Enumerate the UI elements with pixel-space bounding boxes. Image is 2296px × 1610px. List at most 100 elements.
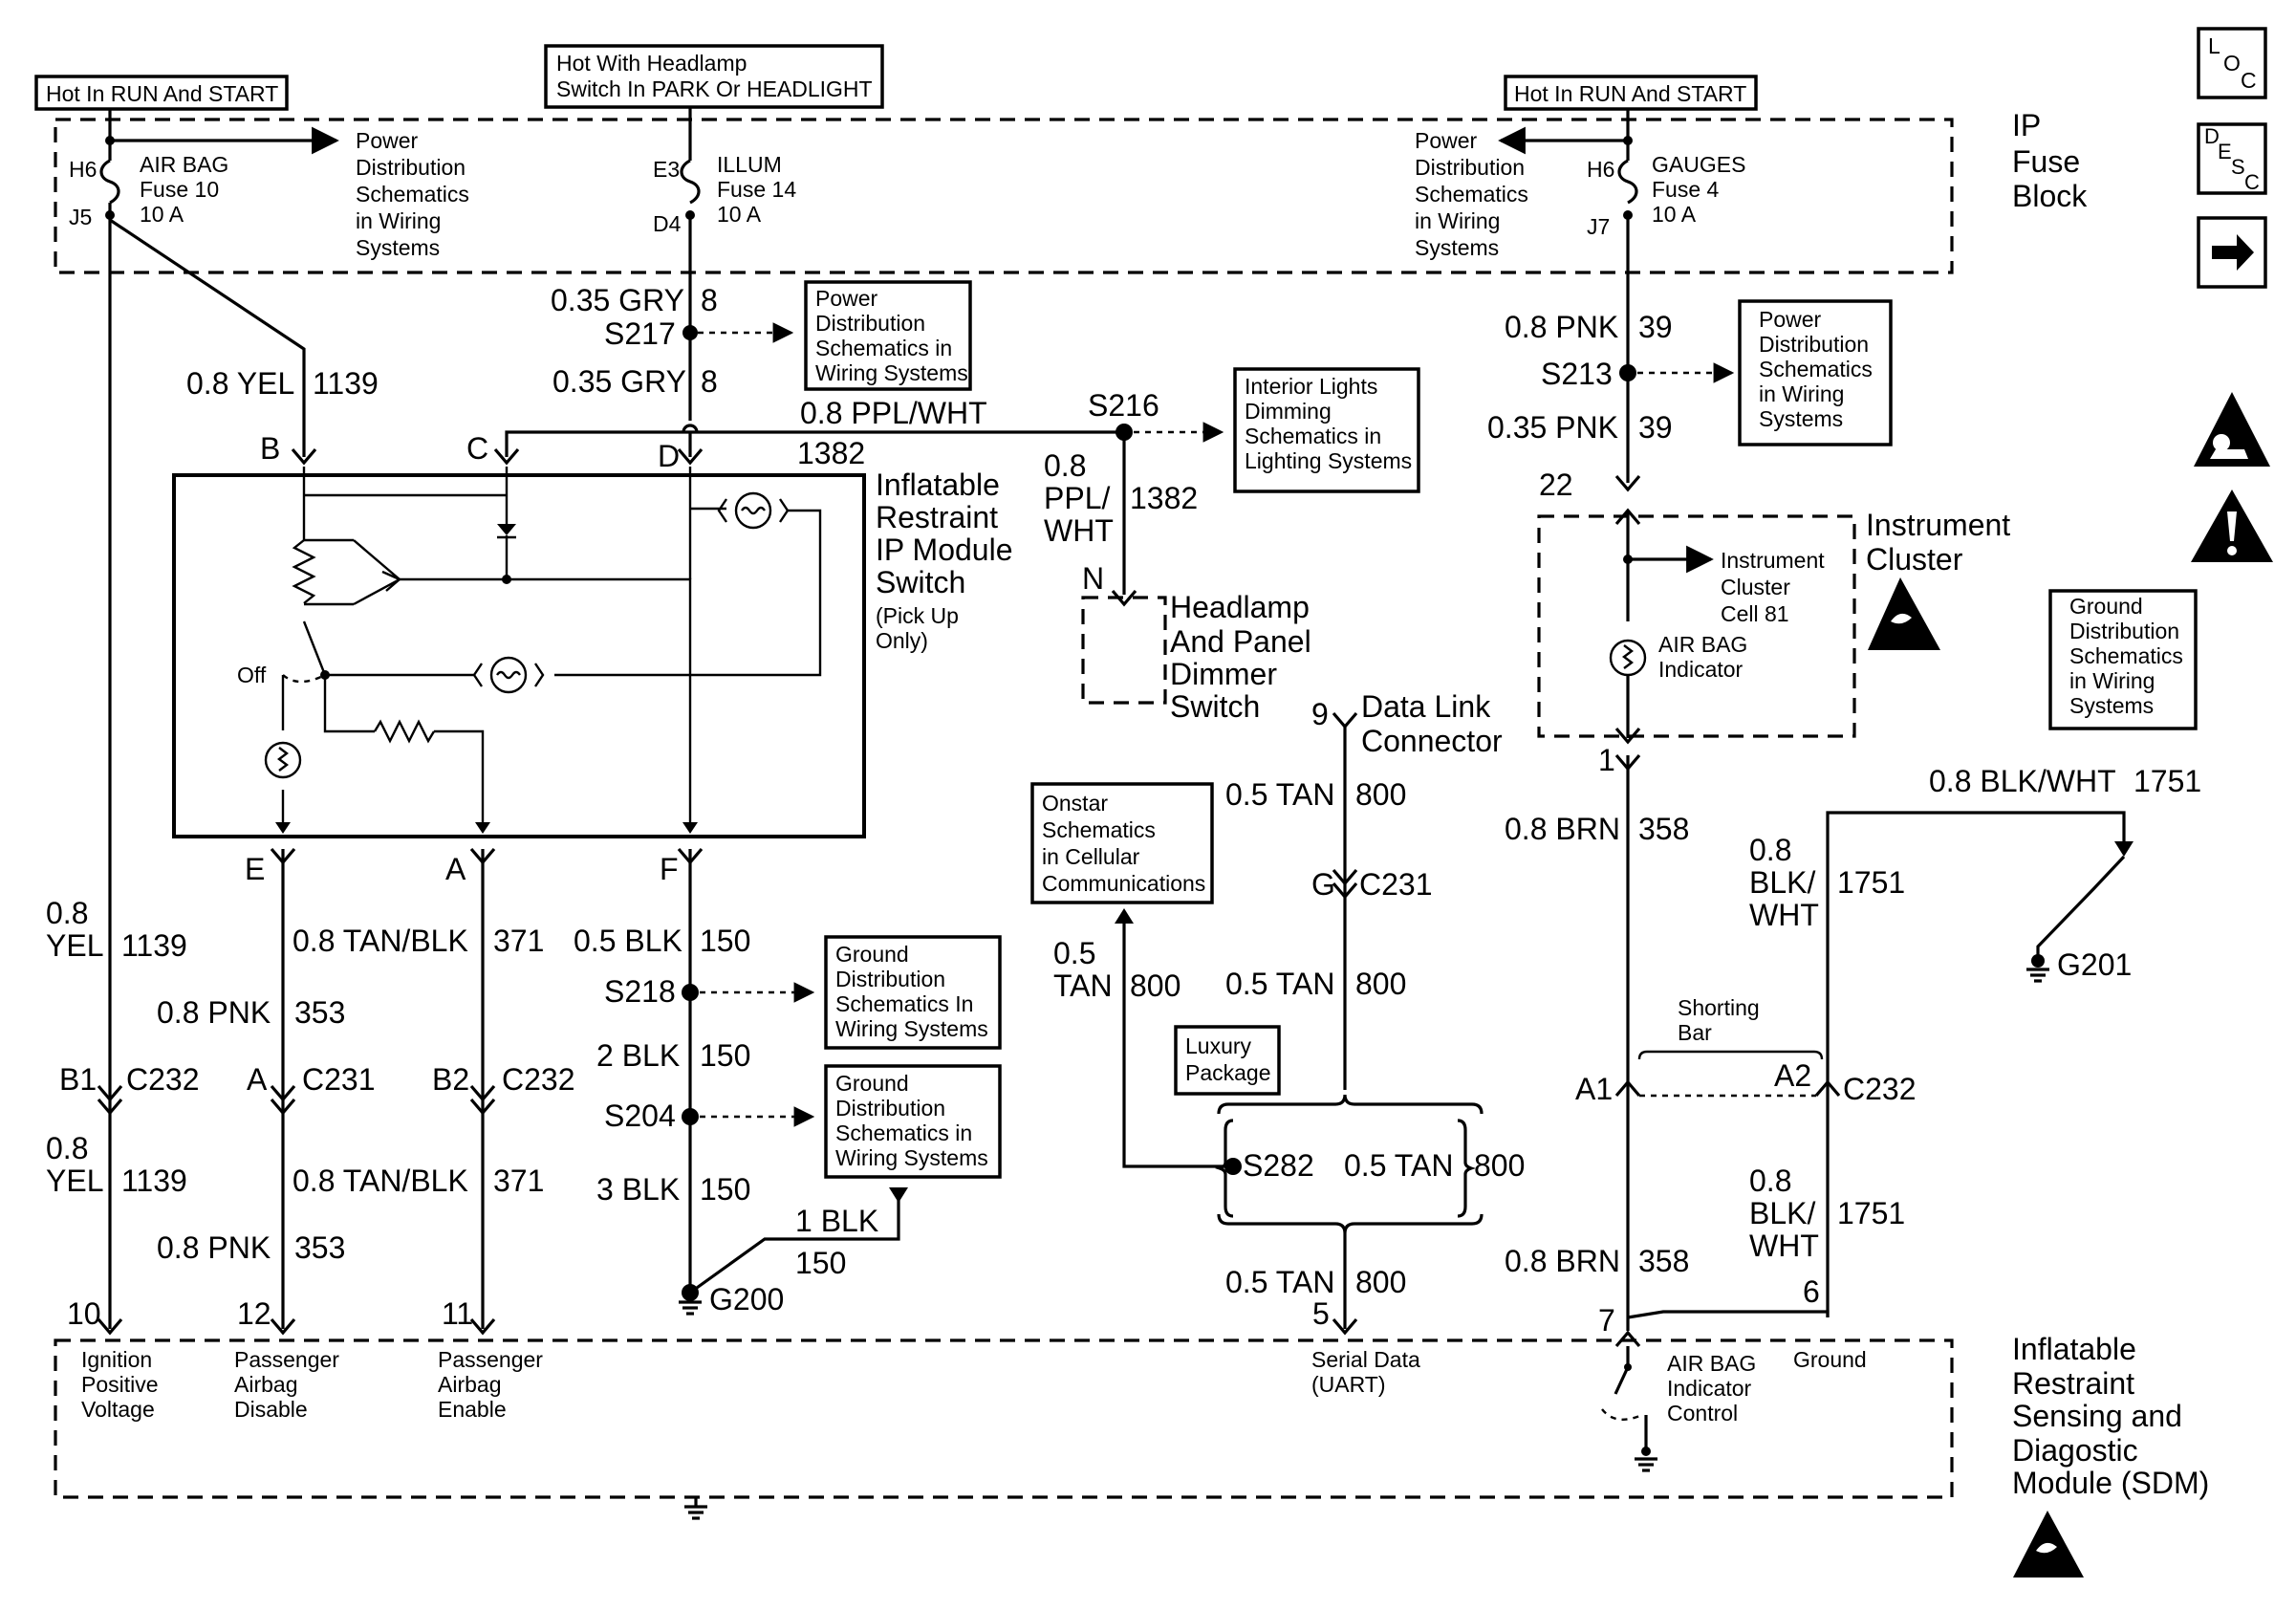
svg-text:0.8: 0.8 — [1749, 1164, 1791, 1198]
svg-text:IP: IP — [2012, 108, 2041, 142]
svg-text:0.35 PNK: 0.35 PNK — [1487, 410, 1618, 445]
wire-1751: 0.8 BLK/WHT 1751 0.8 BLK/ WHT 1751 0.8 B… — [1749, 764, 2201, 1317]
svg-text:S213: S213 — [1541, 357, 1613, 391]
svg-text:358: 358 — [1638, 812, 1689, 846]
svg-text:1382: 1382 — [797, 436, 865, 470]
ref-gnd-s204[interactable]: Ground Distribution Schematics in Wiring… — [824, 1064, 1002, 1179]
svg-text:1751: 1751 — [1837, 865, 1905, 900]
svg-text:Schematics: Schematics — [1415, 182, 1528, 207]
svg-text:0.8 PNK: 0.8 PNK — [157, 1230, 271, 1265]
svg-text:Data Link: Data Link — [1361, 689, 1491, 724]
svg-text:Instrument: Instrument — [1721, 548, 1825, 573]
svg-text:0.35 GRY: 0.35 GRY — [552, 364, 686, 399]
svg-text:150: 150 — [700, 1038, 750, 1073]
sdm-pins: 10 12 11 5 7 6 — [67, 1274, 1830, 1348]
ref-interior-lights[interactable]: Interior Lights Dimming Schematics in Li… — [1233, 367, 1420, 493]
svg-text:C: C — [466, 431, 488, 466]
loc-button[interactable]: L O C — [2197, 27, 2267, 99]
svg-text:Hot In RUN And START: Hot In RUN And START — [1514, 81, 1746, 106]
svg-text:A: A — [247, 1062, 268, 1097]
ref-gnd-s218[interactable]: Ground Distribution Schematics In Wiring… — [824, 935, 1002, 1050]
svg-text:Ignition: Ignition — [81, 1347, 152, 1372]
svg-text:11: 11 — [442, 1296, 473, 1331]
svg-text:10 A: 10 A — [717, 202, 762, 227]
svg-text:7: 7 — [1598, 1303, 1615, 1338]
svg-text:L: L — [2208, 33, 2220, 58]
svg-text:A1: A1 — [1575, 1072, 1613, 1106]
svg-text:Distribution: Distribution — [2069, 619, 2179, 643]
svg-text:0.8 PPL/WHT: 0.8 PPL/WHT — [800, 396, 987, 430]
ref-onstar[interactable]: Onstar Schematics in Cellular Communicat… — [1030, 782, 1214, 904]
svg-text:B: B — [260, 431, 280, 466]
svg-text:WHT: WHT — [1749, 1229, 1819, 1263]
svg-text:And Panel: And Panel — [1170, 624, 1311, 659]
arrow-right-icon[interactable] — [2197, 216, 2267, 289]
svg-text:Fuse 14: Fuse 14 — [717, 177, 796, 202]
svg-text:0.5 TAN: 0.5 TAN — [1344, 1148, 1453, 1183]
connector-c232-shorting: Shorting Bar A1 A2 C232 — [1575, 995, 1917, 1106]
svg-text:Schematics in: Schematics in — [835, 1120, 972, 1145]
svg-text:Disable: Disable — [234, 1397, 308, 1422]
svg-text:1139: 1139 — [313, 366, 379, 401]
svg-text:800: 800 — [1355, 777, 1406, 812]
svg-text:(UART): (UART) — [1311, 1372, 1386, 1397]
svg-text:Schematics in: Schematics in — [815, 336, 952, 360]
ref-gnd-g201[interactable]: Ground Distribution Schematics in Wiring… — [2048, 589, 2198, 730]
svg-text:S216: S216 — [1088, 388, 1159, 423]
svg-text:E3: E3 — [653, 157, 680, 182]
svg-text:12: 12 — [237, 1296, 271, 1331]
svg-text:Distribution: Distribution — [1415, 155, 1525, 180]
svg-text:371: 371 — [493, 1164, 544, 1198]
ref-pds-s213[interactable]: Power Distribution Schematics in Wiring … — [1738, 299, 1893, 446]
svg-text:39: 39 — [1638, 410, 1673, 445]
svg-text:0.5 BLK: 0.5 BLK — [574, 924, 682, 958]
svg-text:YEL: YEL — [46, 1164, 103, 1198]
wire-1382: 0.8 PPL/WHT 1382 S216 0.8 PPL/ WHT 1382 — [493, 388, 1224, 607]
svg-text:C232: C232 — [126, 1062, 200, 1097]
svg-text:Switch In PARK Or HEADLIGHT: Switch In PARK Or HEADLIGHT — [556, 76, 873, 101]
svg-text:Schematics: Schematics — [2069, 643, 2183, 668]
svg-text:TAN: TAN — [1053, 968, 1113, 1003]
svg-text:Inflatable: Inflatable — [876, 468, 1000, 502]
hot-label-gauges: Hot In RUN And START — [1504, 75, 1758, 111]
svg-text:E: E — [245, 852, 265, 886]
svg-text:0.5: 0.5 — [1053, 936, 1095, 970]
svg-text:Schematics in: Schematics in — [1245, 424, 1381, 448]
pds-note-left: Power Distribution Schematics in Wiring … — [356, 128, 469, 260]
svg-text:9: 9 — [1311, 697, 1329, 731]
ground-g201: G201 — [2026, 947, 2132, 983]
ip-switch-bottom-pins: E A F — [245, 847, 704, 886]
ref-pds-s217[interactable]: Power Distribution Schematics in Wiring … — [804, 280, 972, 391]
svg-text:B1: B1 — [59, 1062, 97, 1097]
svg-text:0.8 BRN: 0.8 BRN — [1505, 1244, 1620, 1278]
svg-text:C232: C232 — [1843, 1072, 1917, 1106]
svg-text:S218: S218 — [604, 974, 676, 1009]
svg-text:D: D — [2204, 124, 2220, 148]
svg-text:Dimming: Dimming — [1245, 399, 1332, 424]
svg-text:Ground: Ground — [835, 942, 909, 967]
headlamp-dimmer-switch: N Headlamp And Panel Dimmer Switch — [1081, 561, 1311, 724]
svg-text:0.8: 0.8 — [46, 896, 88, 930]
svg-text:Cell 81: Cell 81 — [1721, 601, 1789, 626]
svg-text:1139: 1139 — [121, 928, 187, 963]
hot-label-airbag: Hot In RUN And START — [34, 75, 289, 111]
svg-text:Wiring Systems: Wiring Systems — [835, 1016, 988, 1041]
svg-text:Dimmer: Dimmer — [1170, 657, 1277, 691]
svg-text:G: G — [1311, 867, 1335, 902]
svg-text:Cluster: Cluster — [1866, 542, 1963, 577]
svg-text:10 A: 10 A — [1652, 202, 1697, 227]
fuse-illum: E3 D4 ILLUM Fuse 14 10 A — [653, 107, 796, 236]
svg-text:Passenger: Passenger — [438, 1347, 543, 1372]
svg-text:1751: 1751 — [2134, 764, 2201, 798]
svg-text:Power: Power — [815, 286, 878, 311]
svg-text:D: D — [658, 439, 680, 473]
svg-text:371: 371 — [493, 924, 544, 958]
hot-label-illum: Hot With Headlamp Switch In PARK Or HEAD… — [544, 44, 884, 109]
svg-text:(Pick Up: (Pick Up — [876, 603, 959, 628]
svg-text:WHT: WHT — [1749, 898, 1819, 932]
svg-text:Bar: Bar — [1678, 1020, 1712, 1045]
svg-text:S204: S204 — [604, 1099, 676, 1133]
desc-button[interactable]: D E S C — [2197, 122, 2267, 195]
svg-text:8: 8 — [701, 364, 718, 399]
